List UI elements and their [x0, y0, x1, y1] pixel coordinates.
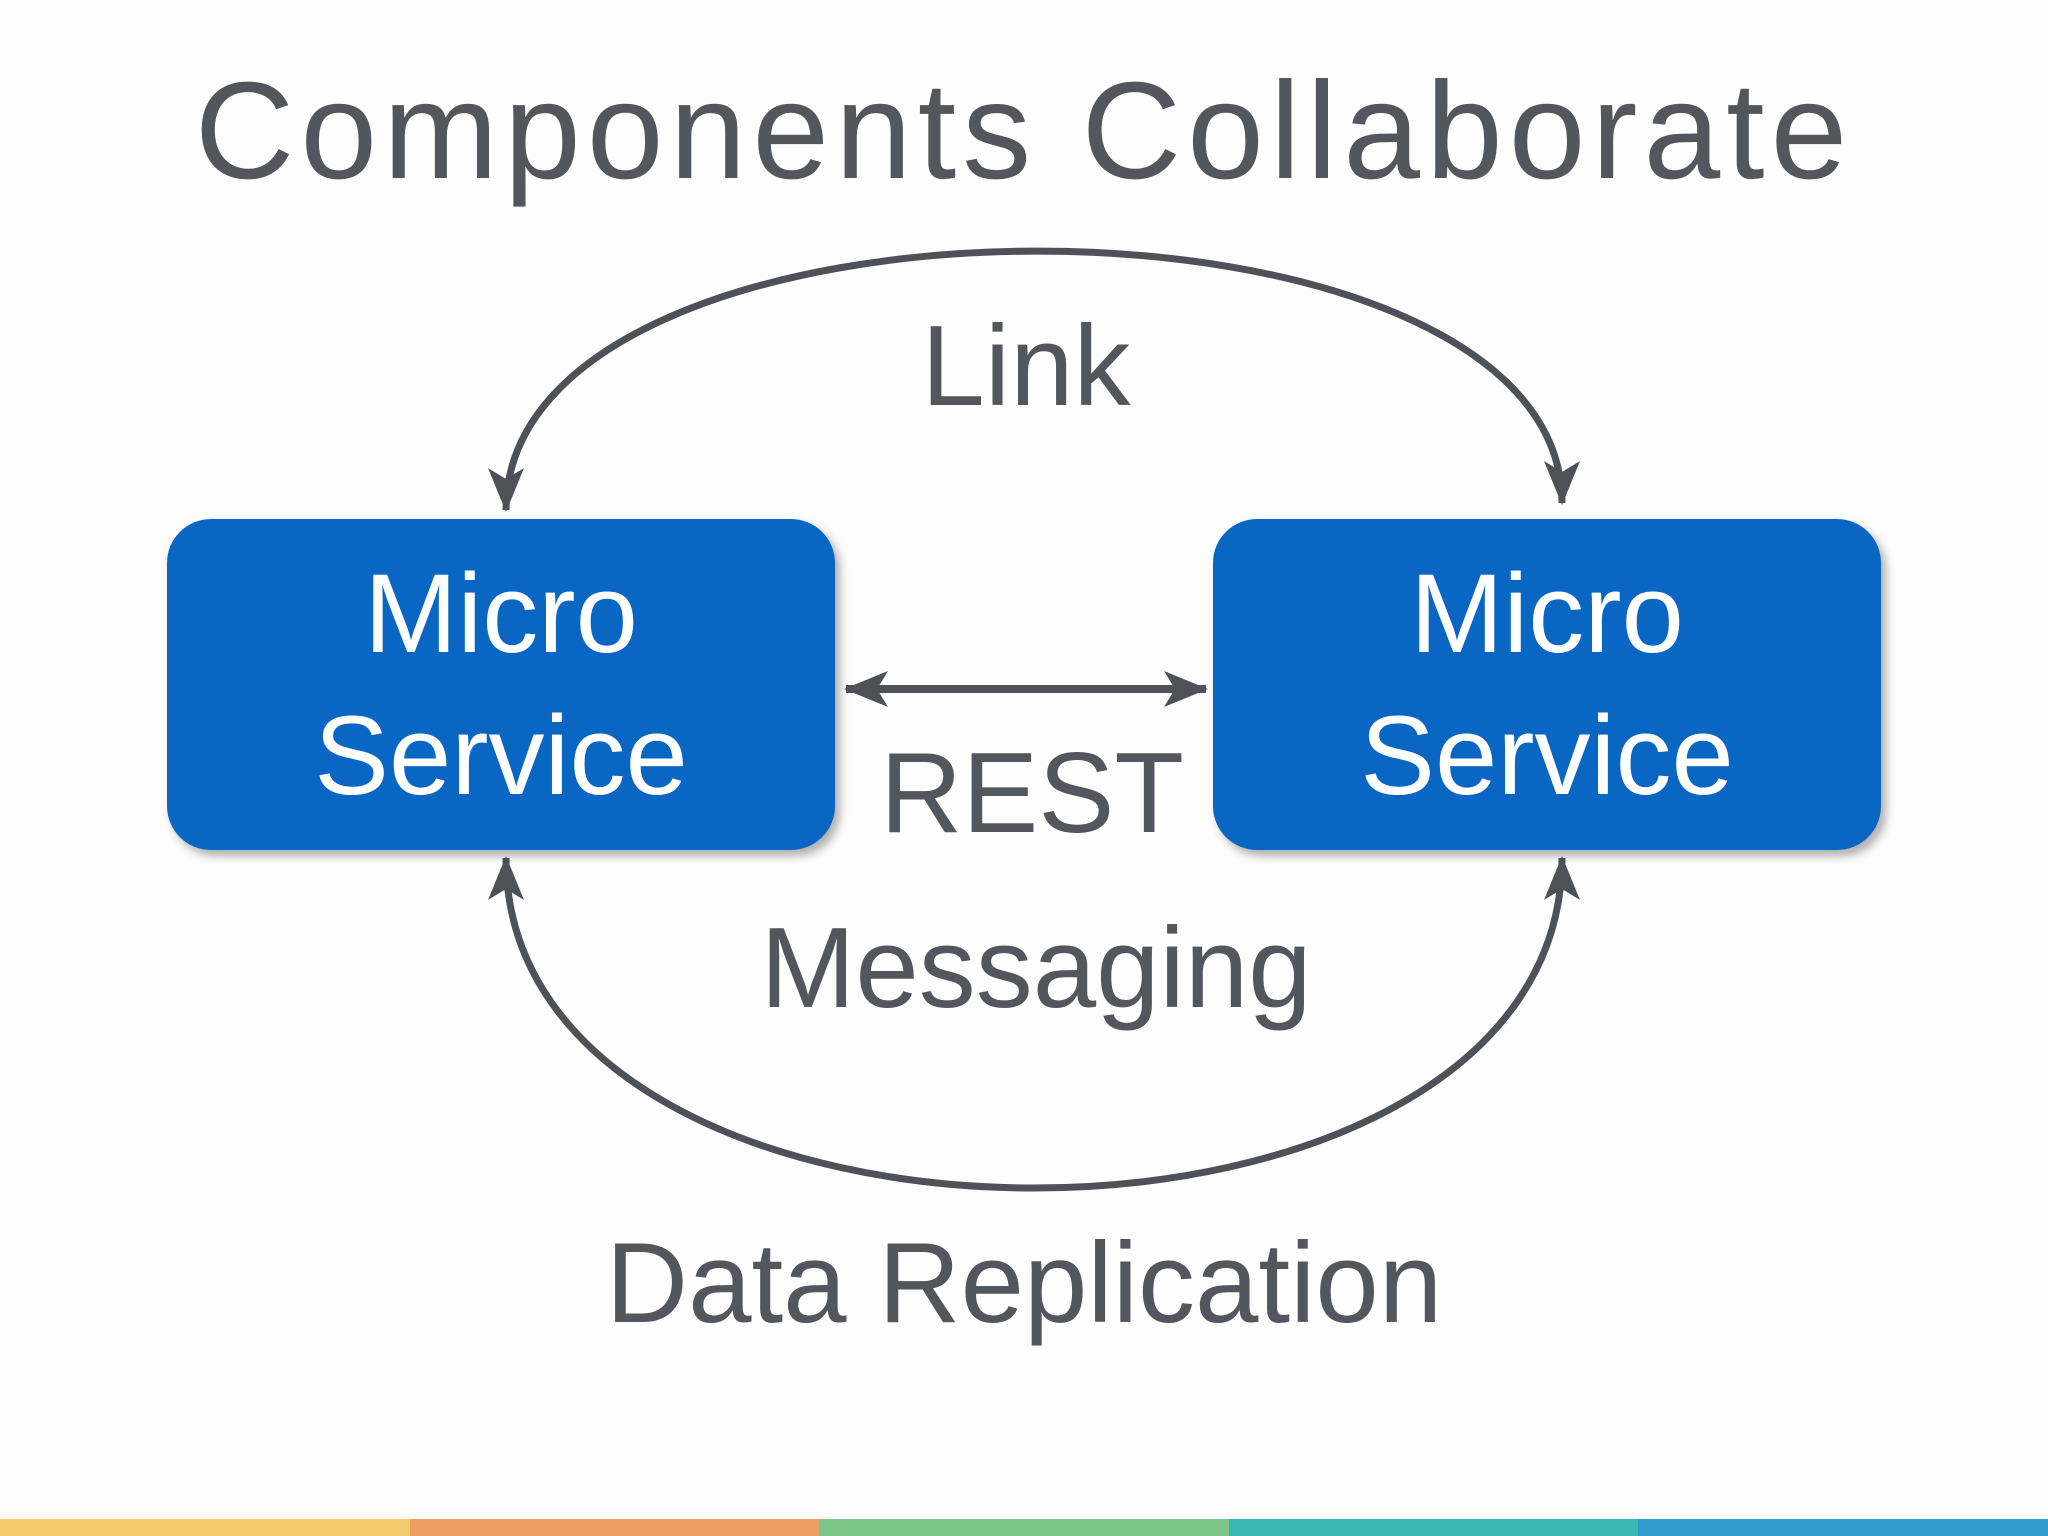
stripe-segment-yellow	[0, 1519, 410, 1536]
micro-service-box-left: Micro Service	[167, 519, 835, 850]
micro-service-box-right: Micro Service	[1213, 519, 1881, 850]
micro-service-box-right-line1: Micro	[1410, 551, 1684, 677]
stripe-segment-teal	[1228, 1519, 1639, 1536]
micro-service-box-left-line2: Service	[314, 692, 688, 818]
footer-color-stripe	[0, 1519, 2048, 1536]
stripe-segment-orange	[409, 1519, 820, 1536]
stripe-segment-green	[819, 1519, 1229, 1536]
micro-service-box-right-line2: Service	[1360, 692, 1734, 818]
link-label: Link	[921, 303, 1131, 430]
messaging-curved-arrow	[488, 856, 1580, 1192]
stripe-segment-blue	[1638, 1519, 2048, 1536]
messaging-label: Messaging	[760, 905, 1312, 1032]
slide-title: Components Collaborate	[194, 54, 1854, 208]
micro-service-box-left-line1: Micro	[364, 551, 638, 677]
link-curved-arrow	[488, 247, 1580, 512]
rest-label: REST	[879, 730, 1185, 857]
data-replication-label: Data Replication	[605, 1220, 1443, 1347]
